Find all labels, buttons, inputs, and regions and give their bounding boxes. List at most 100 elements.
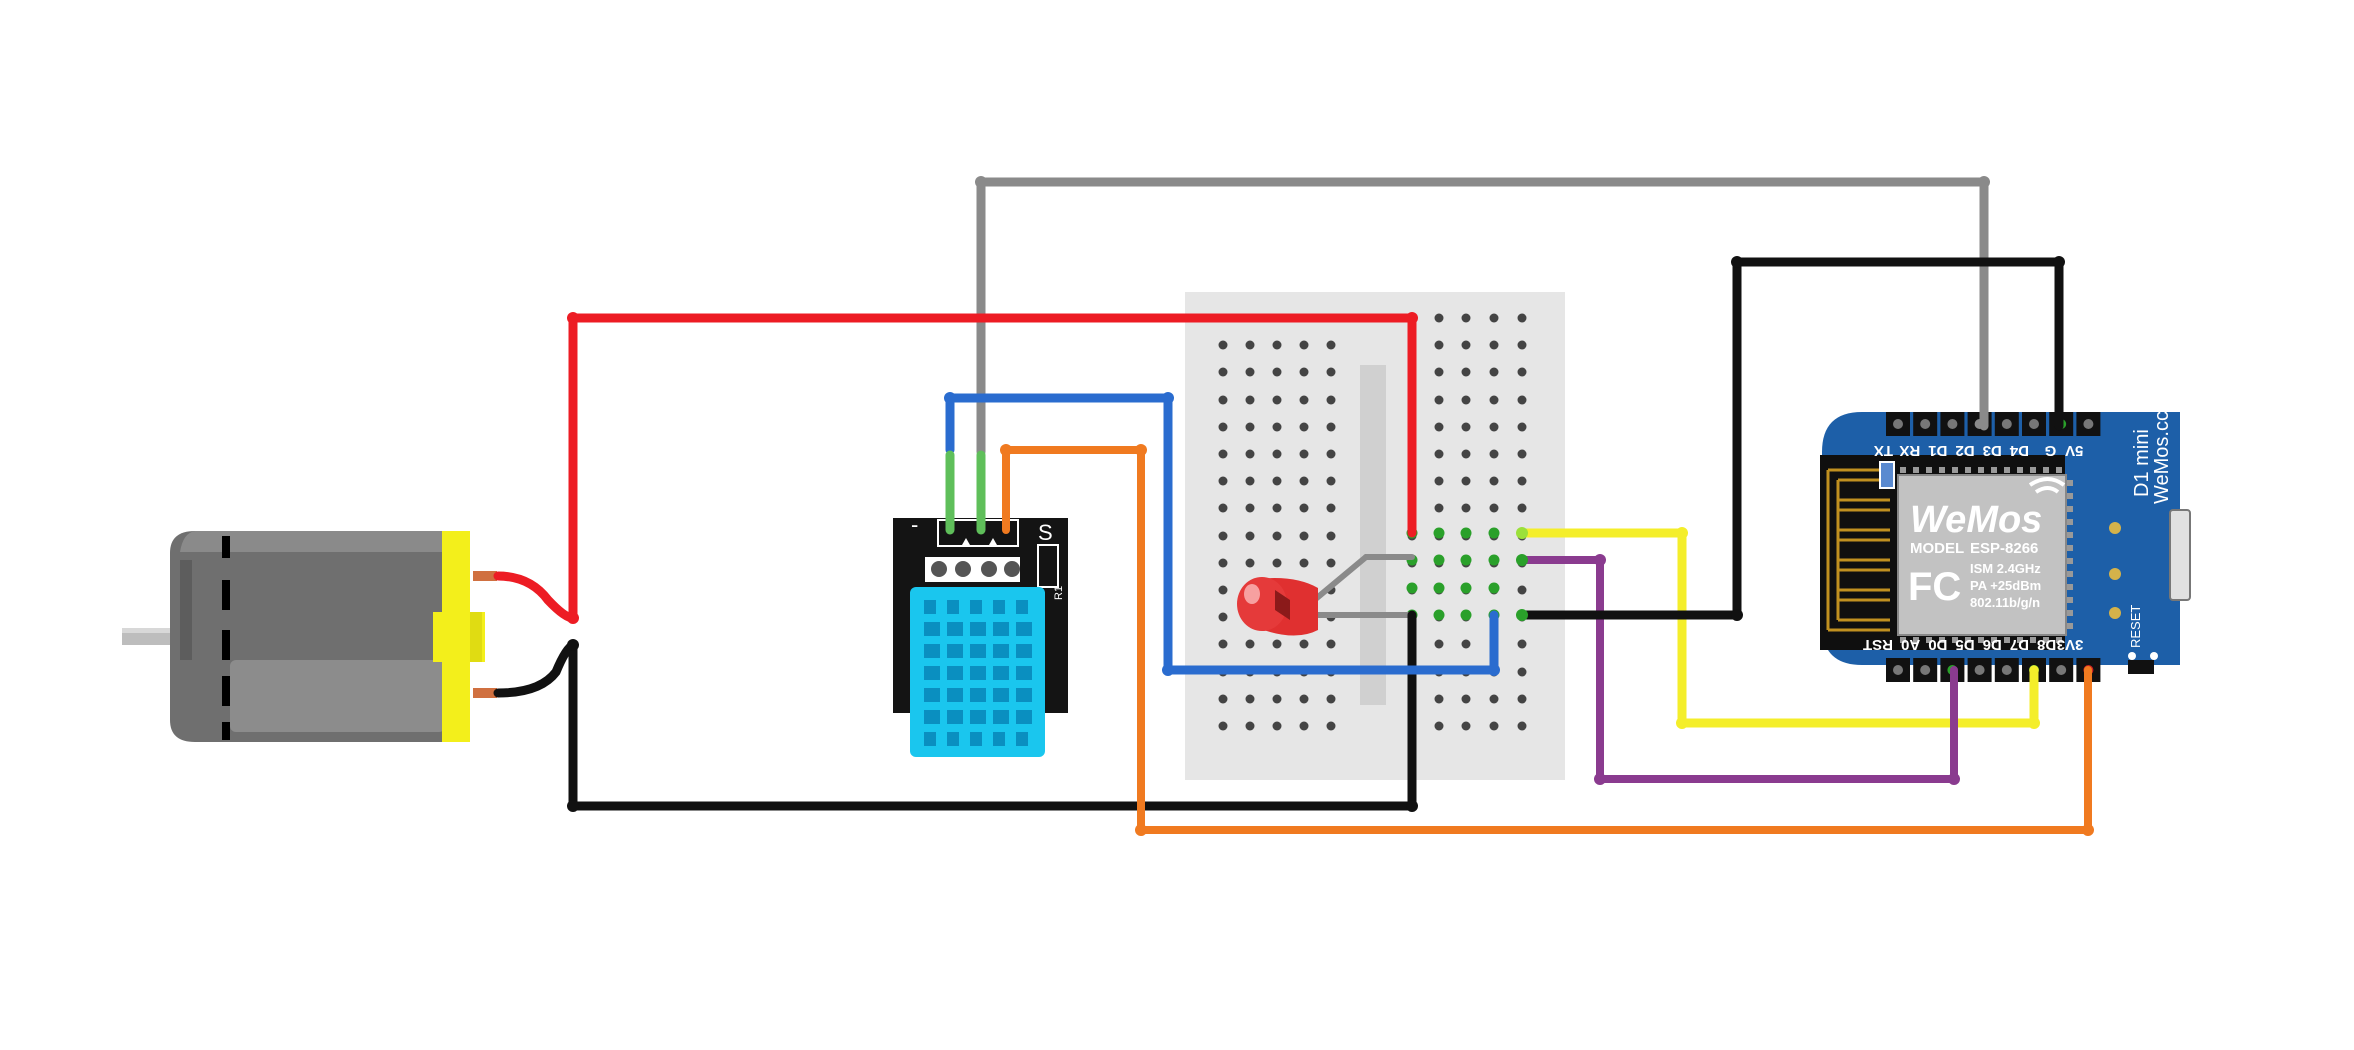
breadboard-hole	[1299, 367, 1309, 377]
breadboard-active-hole	[1460, 609, 1472, 621]
breadboard-hole	[1299, 531, 1309, 541]
wire-endpoint	[1135, 824, 1147, 836]
breadboard-hole	[1326, 395, 1336, 405]
breadboard-hole	[1517, 313, 1527, 323]
wemos-top-pin-label: TX	[1874, 442, 1893, 459]
breadboard-hole	[1245, 558, 1255, 568]
breadboard-hole	[1326, 367, 1336, 377]
wemos-pin-d8	[2056, 665, 2067, 675]
breadboard-hole	[1218, 639, 1228, 649]
breadboard-hole	[1517, 667, 1527, 677]
dht-vent-slot	[1016, 622, 1032, 636]
breadboard-hole	[1517, 367, 1527, 377]
breadboard-hole	[1272, 340, 1282, 350]
wire-endpoint	[1516, 609, 1528, 621]
breadboard-hole	[1218, 503, 1228, 513]
dht-vent-slot	[970, 732, 982, 746]
dht-vent-slot	[947, 622, 963, 636]
breadboard-active-hole	[1460, 554, 1472, 566]
wemos-pin-a0	[1920, 665, 1931, 675]
wire-endpoint	[1676, 527, 1688, 539]
dht-vent-slot	[993, 600, 1005, 614]
breadboard-hole	[1489, 476, 1499, 486]
dht-vent-slot	[993, 732, 1005, 746]
dht-vent-slot	[924, 666, 940, 680]
breadboard-hole	[1245, 476, 1255, 486]
breadboard-active-hole	[1433, 582, 1445, 594]
breadboard-hole	[1245, 422, 1255, 432]
breadboard-hole	[1461, 313, 1471, 323]
breadboard-hole	[1434, 313, 1444, 323]
breadboard-hole	[1245, 639, 1255, 649]
wire-endpoint	[1516, 554, 1528, 566]
breadboard-hole	[1299, 503, 1309, 513]
breadboard-hole	[1517, 585, 1527, 595]
breadboard-active-hole	[1488, 582, 1500, 594]
breadboard-hole	[1489, 313, 1499, 323]
dht-vent-slot	[924, 644, 940, 658]
breadboard-hole	[1299, 395, 1309, 405]
fc-mark: FC	[1908, 565, 1961, 609]
wemos-pin-tx	[1893, 419, 1903, 429]
dht-vent-slot	[947, 688, 963, 702]
dht-vent-slot	[993, 688, 1009, 702]
breadboard-hole	[1434, 476, 1444, 486]
breadboard-hole	[1517, 503, 1527, 513]
wire-endpoint	[1978, 176, 1990, 188]
wemos-bottom-pin-label: D0	[1928, 636, 1947, 653]
dht-sensor-module: - S R1	[893, 512, 1068, 757]
wire-endpoint	[567, 639, 579, 651]
wemos-pin-d5	[1974, 665, 1985, 675]
breadboard-hole	[1461, 449, 1471, 459]
breadboard-hole	[1272, 694, 1282, 704]
breadboard-hole	[1489, 340, 1499, 350]
reset-label: RESET	[2128, 605, 2143, 648]
breadboard-hole	[1272, 367, 1282, 377]
breadboard-hole	[1461, 476, 1471, 486]
breadboard-active-hole	[1460, 527, 1472, 539]
wire-endpoint	[2028, 717, 2040, 729]
breadboard-hole	[1434, 395, 1444, 405]
dht-s-label: S	[1038, 520, 1053, 545]
wemos-top-pin-label: D2	[1955, 442, 1974, 459]
breadboard-hole	[1272, 476, 1282, 486]
dht-vent-slot	[947, 732, 959, 746]
breadboard-active-hole	[1406, 582, 1418, 594]
breadboard-hole	[1461, 395, 1471, 405]
wire-endpoint	[1162, 664, 1174, 676]
dht-vent-slot	[970, 666, 986, 680]
dht-vent-slot	[993, 710, 1009, 724]
dht-vent-slot	[1016, 644, 1032, 658]
wire-endpoint	[1731, 256, 1743, 268]
wemos-pin-rst	[1893, 665, 1903, 675]
dht-vent-slot	[924, 600, 936, 614]
wire-endpoint	[1135, 444, 1147, 456]
breadboard-hole	[1218, 558, 1228, 568]
wire-endpoint	[1948, 773, 1960, 785]
dht-vent-slot	[924, 622, 940, 636]
dht-vent-slot	[947, 600, 959, 614]
breadboard-hole	[1434, 694, 1444, 704]
wire-blue	[945, 393, 1499, 675]
breadboard-hole	[1517, 449, 1527, 459]
wemos-top-pin-label: D4	[2009, 442, 2029, 459]
wemos-bottom-pin-label: D8	[2037, 636, 2056, 653]
breadboard-hole	[1245, 340, 1255, 350]
breadboard-hole	[1434, 639, 1444, 649]
wire-endpoint	[1488, 664, 1500, 676]
breadboard-hole	[1434, 367, 1444, 377]
wire-endpoint	[1000, 444, 1012, 456]
breadboard-hole	[1272, 449, 1282, 459]
board-name: D1 mini	[2131, 429, 2153, 497]
breadboard-hole	[1218, 694, 1228, 704]
breadboard-hole	[1272, 422, 1282, 432]
wemos-bottom-pin-label: A0	[1901, 636, 1920, 653]
breadboard-hole	[1299, 558, 1309, 568]
dc-motor	[122, 531, 499, 742]
breadboard-hole	[1326, 721, 1336, 731]
breadboard-hole	[1461, 694, 1471, 704]
wemos-bottom-pin-label: D7	[2010, 636, 2029, 653]
breadboard-hole	[1299, 422, 1309, 432]
